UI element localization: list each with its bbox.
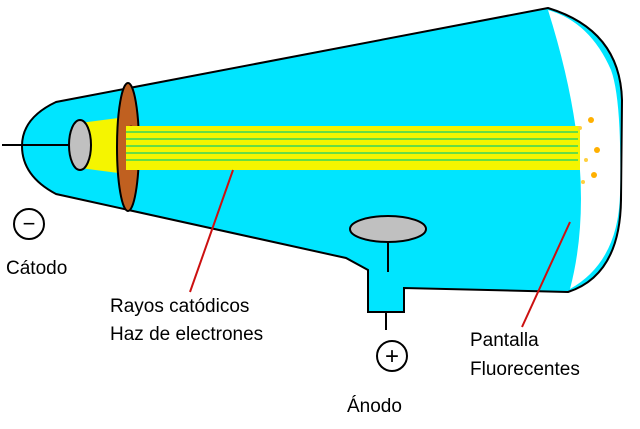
negative-terminal-symbol: − (23, 211, 36, 236)
cathode-rays-label: Rayos catódicos (110, 296, 250, 317)
cathode-beam-cone (80, 117, 126, 174)
cathode-label: Cátodo (6, 258, 68, 279)
screen-label-line2: Fluorecentes (470, 359, 580, 380)
positive-terminal-circle (376, 340, 408, 372)
beam-leader-line (189, 169, 234, 293)
negative-terminal-circle (13, 208, 45, 240)
fluorescent-screen (548, 10, 621, 289)
screen-label-line1: Pantalla (470, 330, 539, 351)
anode-label: Ánodo (347, 396, 402, 417)
positive-terminal-symbol: + (385, 343, 399, 370)
electron-beam-label: Haz de electrones (110, 324, 264, 345)
screen-glow-dots (578, 117, 600, 184)
cathode-disc (68, 119, 92, 171)
electron-beam (126, 126, 580, 170)
anode-plate (349, 215, 427, 243)
screen-leader-line (521, 221, 571, 328)
